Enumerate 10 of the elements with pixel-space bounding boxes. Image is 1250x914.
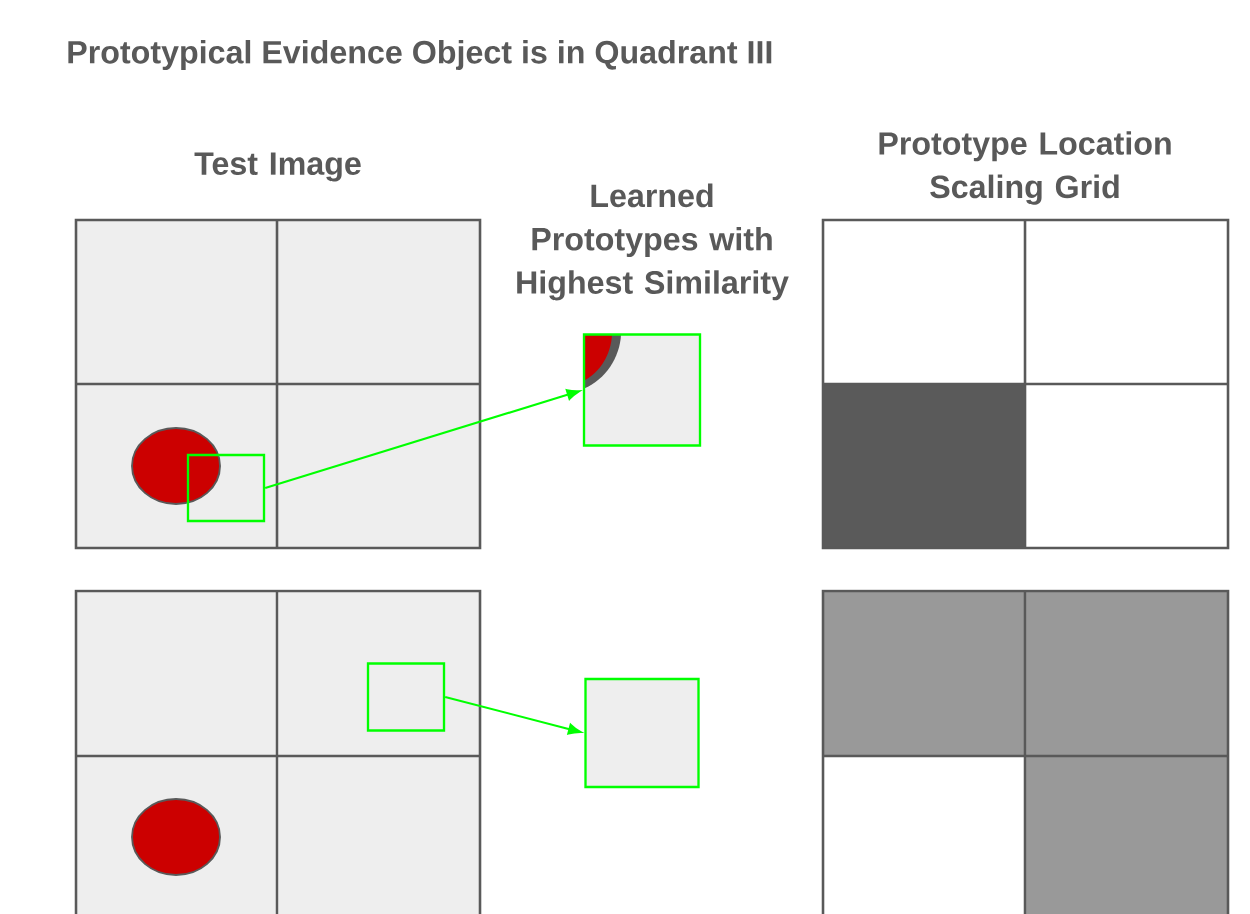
patch-box xyxy=(366,662,446,732)
prototype-patch xyxy=(582,333,702,447)
arrow xyxy=(264,389,580,489)
patch-box xyxy=(186,453,266,523)
arrow xyxy=(444,696,582,735)
heading: Learned Prototypes with Highest Similarity xyxy=(517,183,789,301)
title: Prototypical Evidence Object is in Quadrant III xyxy=(68,40,772,70)
prototype-patch xyxy=(584,677,700,789)
heading: Test Image xyxy=(194,152,361,182)
heading: Prototype Location Scaling Grid xyxy=(879,131,1171,205)
